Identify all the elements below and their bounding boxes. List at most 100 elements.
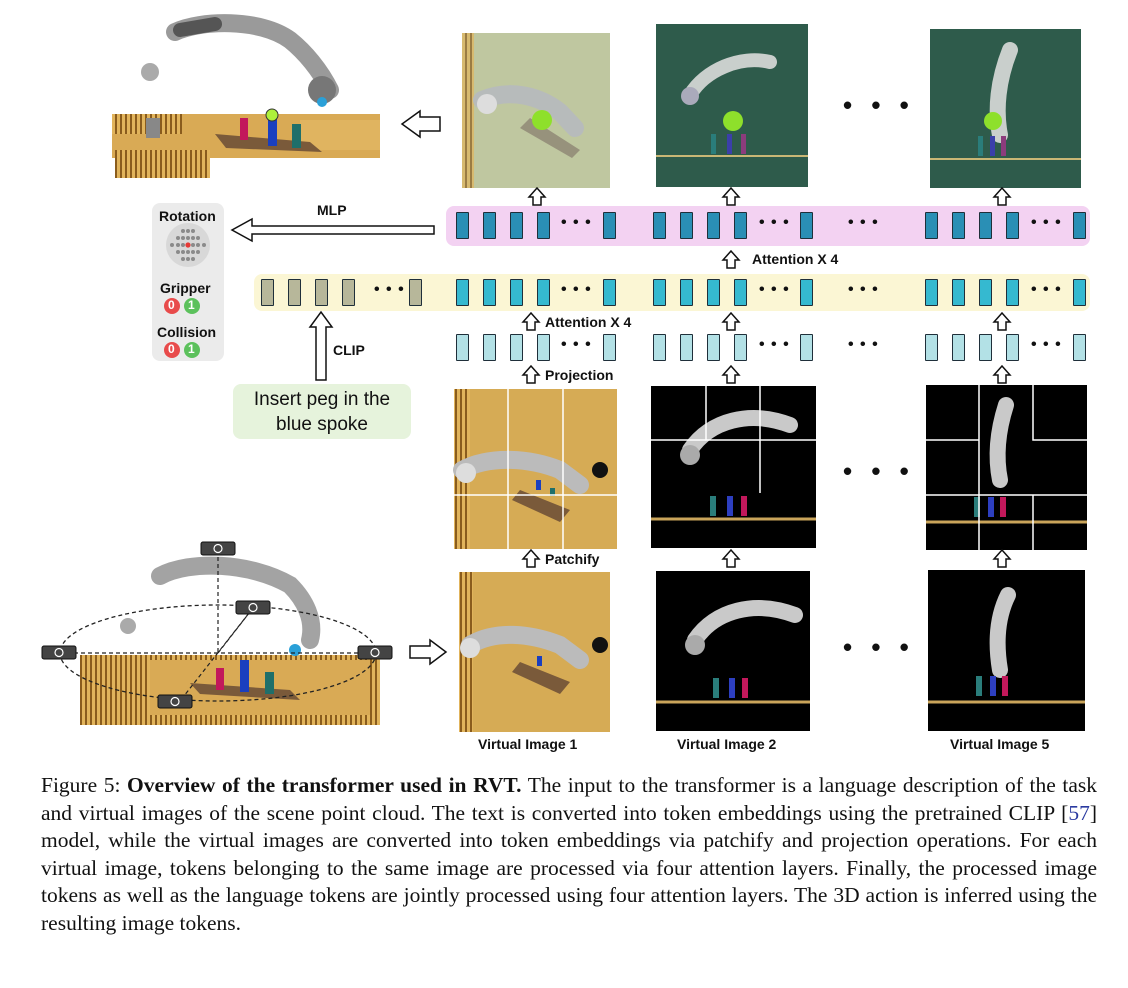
token-ellipsis: • • •	[561, 336, 592, 353]
token-ellipsis: • • •	[374, 281, 405, 298]
gripper-0-badge	[164, 298, 180, 314]
caption-text-1: The input to the transformer is a langua…	[41, 773, 1097, 825]
caption-text-2: ] model, while the virtual images are co…	[41, 800, 1097, 935]
token	[653, 279, 666, 306]
token-ellipsis: • • •	[561, 281, 592, 298]
collision-1-text: 1	[188, 342, 195, 356]
token-ellipsis: • • •	[848, 336, 879, 353]
token	[456, 212, 469, 239]
token	[603, 279, 616, 306]
virtual-image-1	[459, 572, 610, 732]
up-arrows	[521, 186, 1012, 568]
token	[483, 212, 496, 239]
images-ellipsis: • • •	[843, 90, 915, 120]
collision-0-text: 0	[168, 342, 175, 356]
token	[680, 212, 693, 239]
camera-icon	[157, 694, 193, 709]
token	[952, 212, 965, 239]
camera-icon	[200, 541, 236, 556]
figure-caption: Figure 5: Overview of the transformer us…	[41, 772, 1097, 937]
token	[537, 279, 550, 306]
images-ellipsis: • • •	[843, 632, 915, 662]
output-arrow	[400, 109, 441, 139]
rotation-label: Rotation	[159, 208, 216, 224]
heatmap-image-3	[930, 29, 1081, 188]
token-ellipsis: • • •	[759, 336, 790, 353]
projection-label: Projection	[545, 367, 614, 383]
token	[1073, 212, 1086, 239]
language-token	[409, 279, 422, 306]
token-ellipsis: • • •	[759, 281, 790, 298]
patch-image-1	[453, 389, 617, 549]
virtual-image-2	[656, 571, 810, 731]
token	[1073, 279, 1086, 306]
token	[979, 212, 992, 239]
token	[537, 212, 550, 239]
token	[1006, 279, 1019, 306]
token-ellipsis: • • •	[1031, 214, 1062, 231]
token	[952, 279, 965, 306]
heatmap-image-2	[656, 24, 808, 187]
token	[456, 279, 469, 306]
token	[800, 279, 813, 306]
token	[483, 334, 496, 361]
collision-1-badge	[184, 342, 200, 358]
top-scene	[112, 14, 380, 178]
camera-icon	[41, 645, 77, 660]
token	[734, 212, 747, 239]
token	[925, 279, 938, 306]
language-token	[261, 279, 274, 306]
token	[734, 334, 747, 361]
render-arrow	[409, 638, 448, 666]
token	[680, 279, 693, 306]
token	[707, 334, 720, 361]
token	[510, 212, 523, 239]
rotation-sphere	[166, 223, 210, 267]
virtual-image-2-label: Virtual Image 2	[677, 736, 777, 752]
token-ellipsis: • • •	[759, 214, 790, 231]
gripper-1-badge	[184, 298, 200, 314]
token	[1006, 212, 1019, 239]
token	[925, 334, 938, 361]
patch-image-3	[926, 385, 1087, 550]
token	[653, 334, 666, 361]
token	[653, 212, 666, 239]
gripper-label: Gripper	[160, 280, 211, 296]
patch-image-2	[651, 386, 816, 548]
figure-diagram	[41, 14, 1090, 732]
clip-label: CLIP	[333, 342, 365, 358]
token	[456, 334, 469, 361]
token	[510, 334, 523, 361]
token	[800, 334, 813, 361]
token	[1073, 334, 1086, 361]
instruction-box	[233, 384, 411, 439]
token	[680, 334, 693, 361]
collision-0-badge	[164, 342, 180, 358]
token	[979, 334, 992, 361]
token	[483, 279, 496, 306]
attention-label-top: Attention X 4	[752, 251, 839, 267]
camera-scene	[59, 550, 380, 725]
citation-link[interactable]: 57	[1068, 800, 1090, 825]
token-ellipsis: • • •	[848, 214, 879, 231]
instruction-text: Insert peg in the blue spoke	[253, 389, 391, 435]
virtual-image-1-label: Virtual Image 1	[478, 736, 578, 752]
language-token	[342, 279, 355, 306]
token	[707, 279, 720, 306]
token	[707, 212, 720, 239]
camera-icon	[357, 645, 393, 660]
gripper-1-text: 1	[188, 298, 195, 312]
attention-label-mid: Attention X 4	[545, 314, 632, 330]
token	[979, 279, 992, 306]
patchify-label: Patchify	[545, 551, 600, 567]
gripper-0-text: 0	[168, 298, 175, 312]
mlp-arrow	[230, 217, 435, 243]
mlp-label: MLP	[317, 202, 347, 218]
language-token	[288, 279, 301, 306]
token	[603, 212, 616, 239]
token-ellipsis: • • •	[561, 214, 592, 231]
images-ellipsis: • • •	[843, 456, 915, 486]
caption-title: Overview of the transformer used in RVT.	[127, 773, 522, 797]
camera-icons	[41, 541, 393, 709]
token-ellipsis: • • •	[1031, 336, 1062, 353]
